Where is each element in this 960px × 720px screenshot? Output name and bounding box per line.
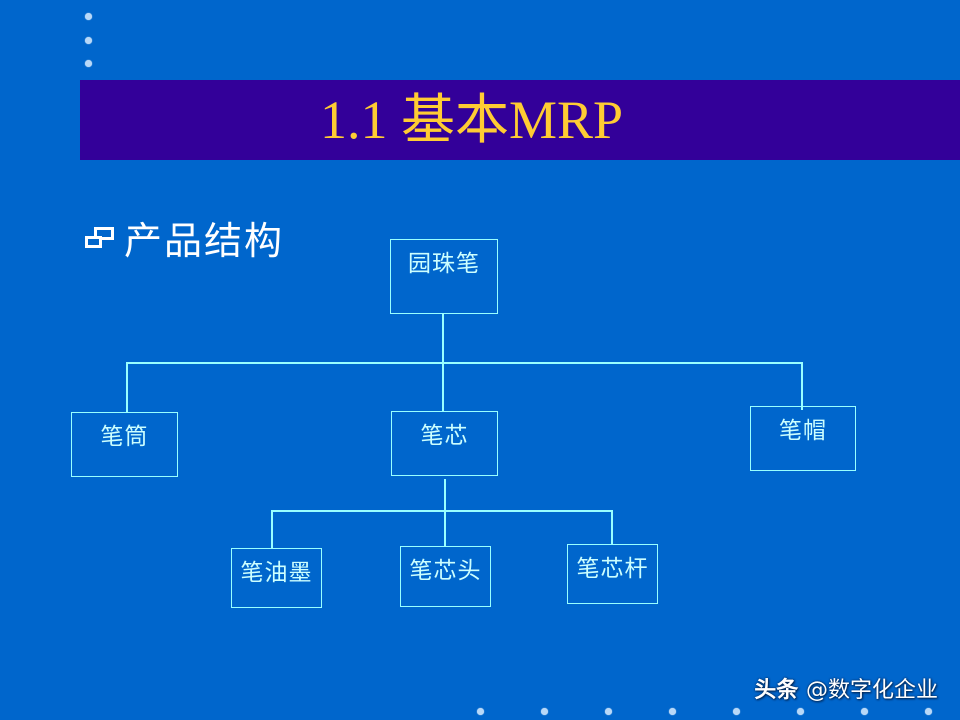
decorative-dot: [925, 708, 932, 715]
decorative-dot: [861, 708, 868, 715]
node-label: 笔芯头: [409, 558, 482, 584]
node-ink: 笔油墨: [231, 548, 322, 608]
watermark-handle: @数字化企业: [805, 678, 938, 703]
node-label: 笔芯: [420, 423, 469, 449]
node-label: 笔帽: [779, 418, 827, 444]
node-label: 园珠笔: [408, 251, 480, 277]
window-bullet-icon: [82, 222, 118, 252]
decorative-dot: [85, 60, 92, 67]
node-label: 笔筒: [100, 424, 149, 450]
watermark: 头条 @数字化企业: [754, 672, 938, 704]
decorative-dot: [477, 708, 484, 715]
decorative-dot: [85, 37, 92, 44]
section-label: 产品结构: [124, 218, 285, 263]
section-heading: 产品结构: [82, 212, 285, 263]
node-label: 笔油墨: [240, 560, 313, 586]
decorative-dot: [605, 708, 612, 715]
node-tip: 笔芯头: [400, 546, 491, 607]
connector-level1-bus: [126, 362, 802, 364]
node-bimao: 笔帽: [750, 406, 856, 471]
node-rod: 笔芯杆: [567, 544, 658, 604]
node-bitong: 笔筒: [71, 412, 178, 477]
decorative-dot: [797, 708, 804, 715]
title-bar: 1.1 基本MRP: [80, 80, 960, 160]
node-bixin: 笔芯: [391, 411, 498, 476]
decorative-dot: [733, 708, 740, 715]
watermark-brand: 头条: [754, 678, 799, 703]
slide-title: 1.1 基本MRP: [320, 90, 624, 150]
connector-to-bimao: [801, 362, 803, 410]
decorative-dot: [85, 13, 92, 20]
decorative-dot: [669, 708, 676, 715]
connector-to-ink: [271, 510, 273, 548]
node-label: 笔芯杆: [576, 556, 649, 582]
connector-core-down: [444, 479, 446, 547]
connector-to-bitong: [126, 362, 128, 412]
decorative-dot: [541, 708, 548, 715]
connector-to-rod: [611, 510, 613, 545]
node-root: 园珠笔: [390, 239, 498, 314]
connector-level2-bus: [271, 510, 612, 512]
